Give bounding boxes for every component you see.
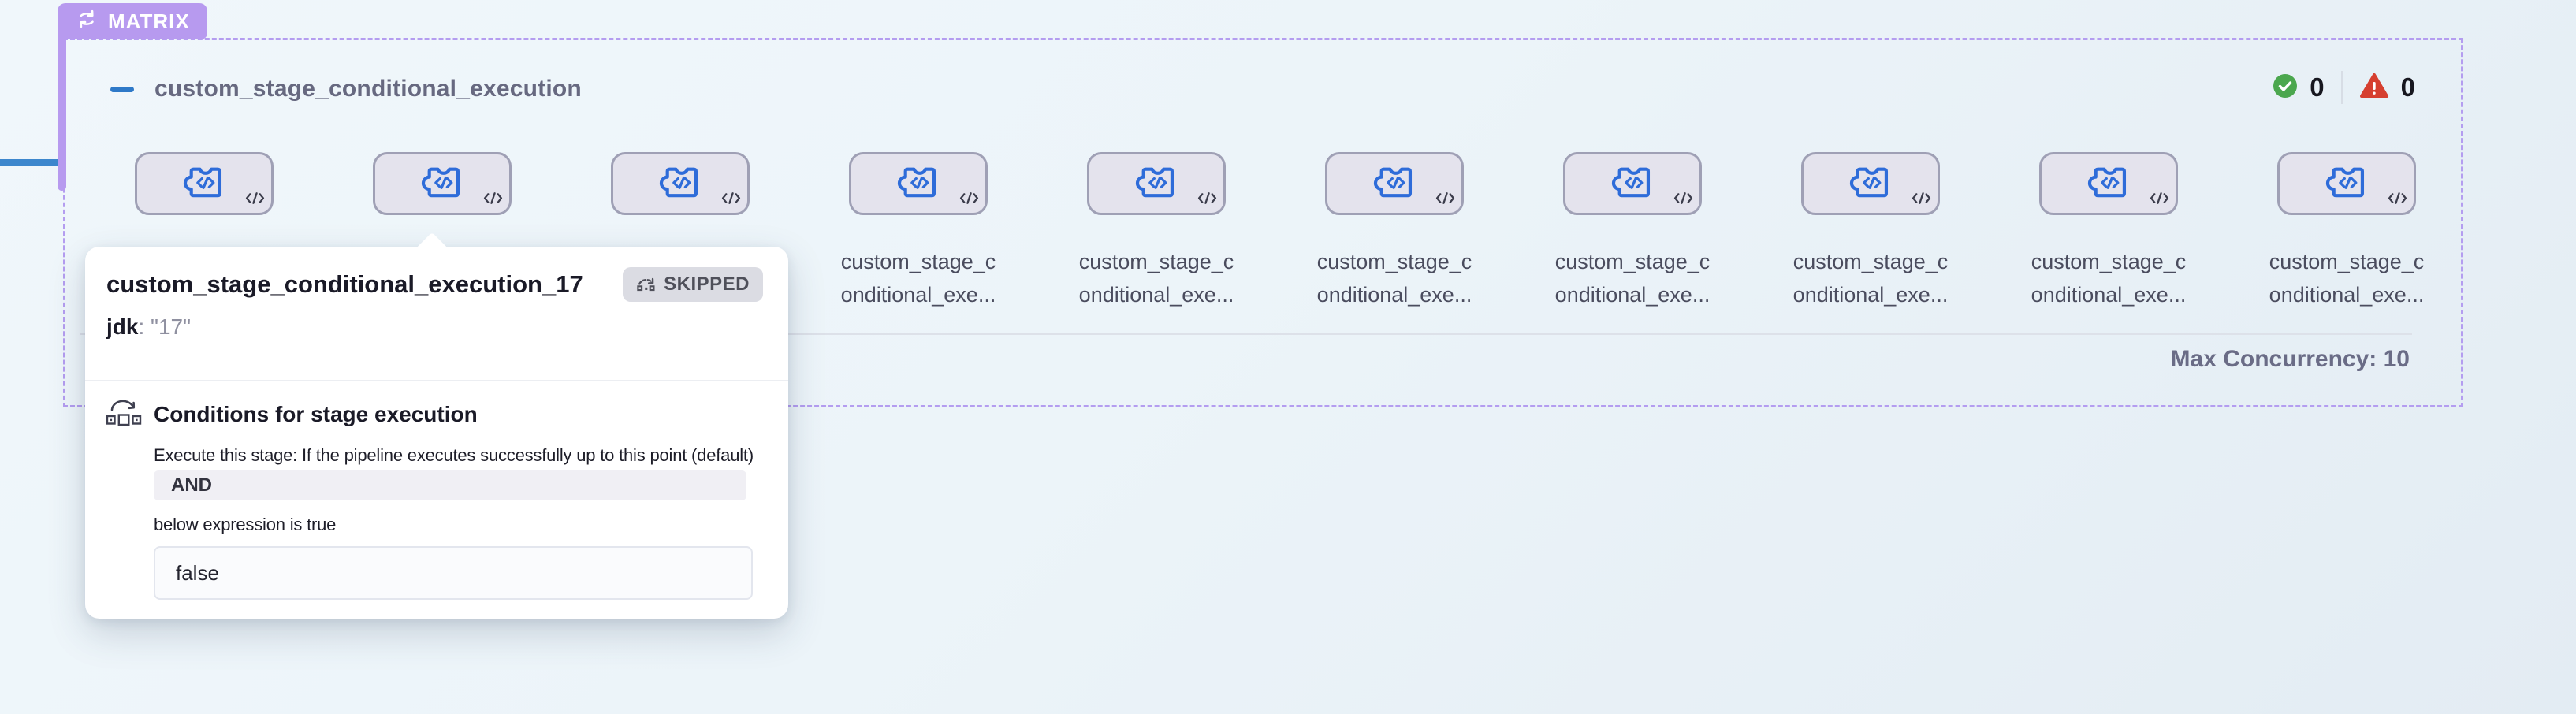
status-badge-label: SKIPPED [664,273,750,295]
conditional-execution-icon [106,395,142,432]
code-glyph-icon [1673,191,1693,210]
code-puzzle-icon [419,159,465,209]
conditions-operator: AND [154,470,746,500]
stage-node-label: custom_stage_c onditional_exe... [1792,250,1949,307]
code-puzzle-icon [2324,159,2369,209]
stage-tooltip: custom_stage_conditional_execution_17 SK… [85,232,788,619]
matrix-badge-strip [58,32,66,191]
param-rest: : "17" [138,314,192,339]
max-concurrency-label: Max Concurrency: 10 [2170,346,2410,372]
pipeline-connector-line [0,159,63,166]
stage-node-label: custom_stage_c onditional_exe... [1078,250,1234,307]
stage-node-label: custom_stage_c onditional_exe... [2269,250,2425,307]
code-glyph-icon [1435,191,1455,210]
stage-node[interactable] [1087,152,1226,215]
code-glyph-icon [2388,191,2407,210]
stage-cell: custom_stage_c onditional_exe... [1792,152,1949,311]
stage-node[interactable] [135,152,274,215]
conditions-default-text: Execute this stage: If the pipeline exec… [154,445,754,465]
matrix-param-value: jdk: "17" [106,314,191,340]
code-glyph-icon [1912,191,1931,210]
code-glyph-icon [245,191,265,210]
counts-divider [2340,71,2343,104]
code-puzzle-icon [181,159,227,209]
stage-cell: custom_stage_c onditional_exe... [1554,152,1711,311]
code-glyph-icon [1197,191,1217,210]
code-glyph-icon [483,191,503,210]
stage-node-label: custom_stage_c onditional_exe... [2031,250,2187,307]
conditions-expression-value: false [154,546,753,600]
stage-node-label: custom_stage_c onditional_exe... [1316,250,1472,307]
stage-cell: custom_stage_c onditional_exe... [839,152,997,311]
stage-node[interactable] [1801,152,1940,215]
status-badge: SKIPPED [623,267,763,302]
conditions-heading: Conditions for stage execution [154,402,478,426]
error-warning-icon [2359,73,2389,103]
code-puzzle-icon [895,159,941,209]
stage-node[interactable] [1563,152,1702,215]
stage-node[interactable] [373,152,512,215]
stage-cell: custom_stage_c onditional_exe... [1078,152,1235,311]
loop-icon [75,7,99,36]
stage-node[interactable] [1325,152,1464,215]
code-puzzle-icon [657,159,703,209]
stage-node[interactable] [2039,152,2178,215]
code-puzzle-icon [1610,159,1655,209]
stage-node[interactable] [611,152,750,215]
code-glyph-icon [721,191,741,210]
code-puzzle-icon [2086,159,2131,209]
code-puzzle-icon [1848,159,1893,209]
stage-group-title: custom_stage_conditional_execution [154,76,582,102]
stage-group-header: custom_stage_conditional_execution [110,73,582,105]
max-concurrency-divider [80,333,2412,335]
conditions-expression-text: below expression is true [154,515,337,534]
stage-node[interactable] [849,152,988,215]
tooltip-divider [85,380,788,381]
success-count: 0 [2310,73,2325,102]
error-count: 0 [2400,73,2415,102]
code-glyph-icon [959,191,979,210]
status-counts: 0 0 [2273,70,2415,105]
tooltip-stage-title: custom_stage_conditional_execution_17 [106,270,583,298]
stage-node-label: custom_stage_c onditional_exe... [1554,250,1711,307]
code-puzzle-icon [1134,159,1179,209]
stage-node[interactable] [2277,152,2416,215]
success-check-icon [2273,73,2298,102]
collapse-minus-icon[interactable] [110,86,134,92]
stage-cell: custom_stage_c onditional_exe... [2030,152,2187,311]
stage-node-label: custom_stage_c onditional_exe... [840,250,996,307]
code-glyph-icon [2150,191,2169,210]
code-puzzle-icon [1372,159,1417,209]
matrix-badge[interactable]: MATRIX [58,3,207,39]
matrix-stage-container: custom_stage_conditional_execution 0 0 [63,38,2463,407]
stage-cell: custom_stage_c onditional_exe... [1316,152,1473,311]
matrix-badge-label: MATRIX [108,9,190,33]
param-key: jdk [106,314,139,339]
stage-cell: custom_stage_c onditional_exe... [2268,152,2425,311]
skip-icon [636,273,657,297]
